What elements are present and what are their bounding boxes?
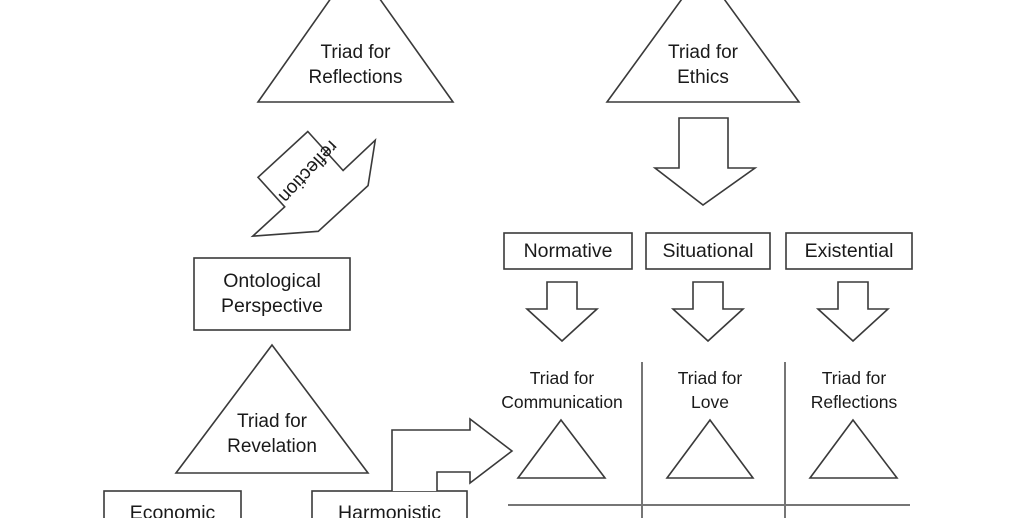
- box-economic: [103, 490, 242, 518]
- arrow-down-situational: [670, 281, 746, 343]
- merge-arrow-to-columns: [391, 417, 514, 491]
- triangle-col-communication: [516, 418, 607, 479]
- triangle-col-love: [665, 418, 755, 479]
- arrow-down-ethics: [652, 117, 758, 206]
- triangle-triad-ethics: [605, 0, 801, 103]
- box-normative: [503, 232, 633, 270]
- triangle-triad-reflections: [256, 0, 455, 103]
- triangle-triad-revelation: [174, 343, 370, 474]
- reflection-arrow: [250, 130, 377, 238]
- arrow-down-existential: [815, 281, 891, 343]
- box-situational: [645, 232, 771, 270]
- box-ontological-perspective: [193, 257, 351, 331]
- box-harmonistic: [311, 490, 468, 518]
- arrow-down-normative: [524, 281, 600, 343]
- triangle-col-reflections: [808, 418, 899, 479]
- box-existential: [785, 232, 913, 270]
